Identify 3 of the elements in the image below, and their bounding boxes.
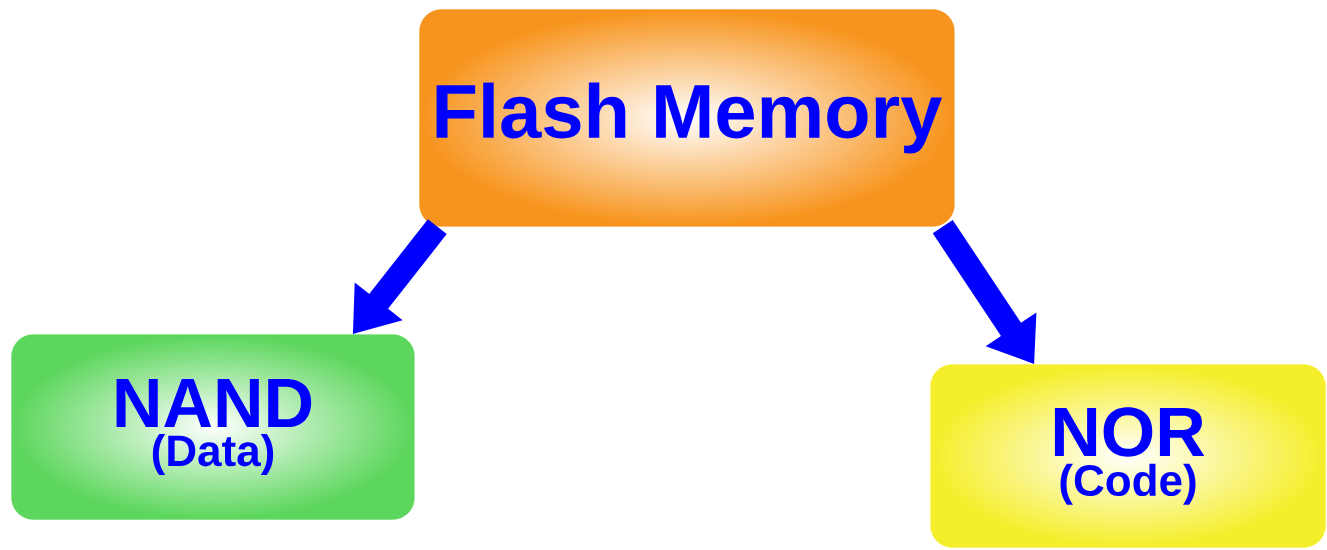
process-box: Flash Memory: [419, 9, 955, 227]
process-box: NAND (Data): [11, 334, 415, 520]
process-box: NOR (Code): [930, 364, 1326, 548]
